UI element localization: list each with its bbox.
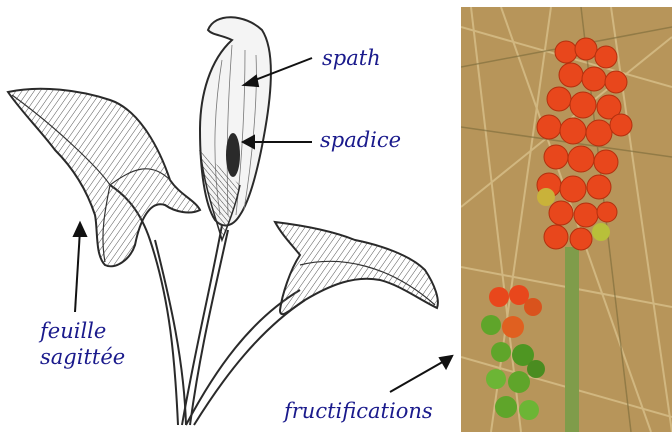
label-feuille-line2: sagittée <box>40 344 125 370</box>
label-fructifications: fructifications <box>284 398 433 424</box>
label-feuille-sagittee: feuille sagittée <box>40 318 125 370</box>
arrow-fructifications <box>390 360 446 392</box>
right-leaf <box>275 222 438 314</box>
spathe <box>200 17 271 240</box>
label-spath: spath <box>322 45 381 71</box>
berries-photo <box>461 7 672 432</box>
sagittate-leaf <box>8 89 200 267</box>
label-spadice: spadice <box>320 127 401 153</box>
spadix <box>226 133 240 177</box>
label-feuille-line1: feuille <box>40 318 125 344</box>
arrow-feuille <box>75 230 80 312</box>
